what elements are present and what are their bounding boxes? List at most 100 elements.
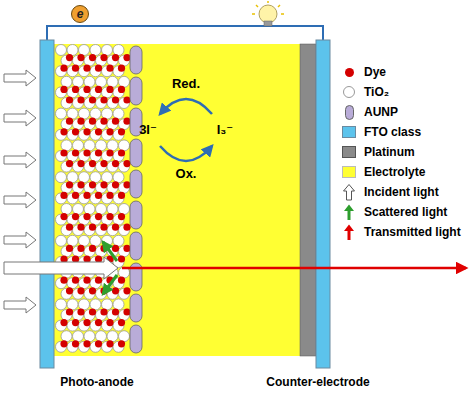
dye-molecule: [100, 96, 107, 103]
incident-light-arrow: [4, 232, 36, 248]
dye-molecule: [77, 308, 84, 315]
transmitted-light-swatch: [342, 223, 356, 241]
legend-row: Transmitted light: [340, 223, 461, 241]
dye-molecule: [95, 319, 102, 326]
incident-light-arrow: [4, 110, 36, 126]
aunp-particle: [130, 46, 142, 74]
dye-molecule: [77, 245, 84, 252]
dye-molecule: [118, 213, 125, 220]
dye-molecule: [89, 96, 96, 103]
dye-molecule: [66, 96, 73, 103]
dye-molecule: [83, 319, 90, 326]
tio2-particle: [67, 299, 78, 310]
dye-molecule: [66, 118, 73, 125]
tio2-particle: [73, 204, 84, 215]
dye-molecule: [77, 181, 84, 188]
tio2-particle: [113, 108, 124, 119]
dye-molecule: [72, 149, 79, 156]
dye-molecule: [106, 128, 113, 135]
tio2-swatch: [343, 86, 355, 98]
dye-molecule: [118, 128, 125, 135]
electrolyte-swatch: [342, 166, 356, 178]
dye-molecule: [100, 54, 107, 61]
legend-sample: [340, 223, 358, 241]
dye-molecule: [77, 160, 84, 167]
aunp-particle: [130, 232, 142, 260]
tio2-particle: [96, 76, 107, 87]
dye-molecule: [83, 149, 90, 156]
dye-molecule: [83, 213, 90, 220]
aunp-particle: [130, 325, 142, 353]
aunp-swatch: [345, 105, 354, 120]
dye-molecule: [123, 96, 130, 103]
dye-molecule: [66, 245, 73, 252]
legend-sample: [340, 103, 358, 121]
tio2-particle: [56, 235, 67, 246]
incident-light-arrow: [4, 70, 36, 86]
legend-sample: [340, 183, 358, 201]
dye-molecule: [106, 65, 113, 72]
tio2-particle: [113, 235, 124, 246]
dye-molecule: [66, 308, 73, 315]
tio2-particle: [84, 76, 95, 87]
tio2-particle: [79, 45, 90, 56]
dye-molecule: [106, 192, 113, 199]
dye-molecule: [106, 86, 113, 93]
dye-molecule: [83, 128, 90, 135]
part-label: Counter-electrode: [266, 376, 369, 389]
dye-molecule: [60, 277, 67, 284]
dye-molecule: [95, 192, 102, 199]
fto-swatch: [342, 126, 356, 138]
tio2-particle: [90, 299, 101, 310]
dye-molecule: [118, 192, 125, 199]
legend-text: AUNP: [364, 105, 398, 119]
arrow-shape: [344, 205, 354, 221]
tio2-particle: [90, 108, 101, 119]
dye-molecule: [123, 287, 130, 294]
oxidation-arrow: [160, 146, 212, 161]
incident-light-arrow: [4, 152, 36, 168]
legend-text: Electrolyte: [364, 165, 425, 179]
tio2-particle: [96, 204, 107, 215]
dye-molecule: [106, 319, 113, 326]
aunp-particle: [130, 294, 142, 322]
scattered-light-swatch: [342, 203, 356, 221]
dye-molecule: [60, 128, 67, 135]
legend-text: FTO class: [364, 125, 421, 139]
platinum-swatch: [342, 146, 356, 158]
dye-molecule: [66, 181, 73, 188]
legend-text: Incident light: [364, 185, 439, 199]
dye-molecule: [66, 287, 73, 294]
dye-molecule: [112, 96, 119, 103]
tio2-particle: [56, 45, 67, 56]
dye-molecule: [60, 65, 67, 72]
dye-molecule: [66, 160, 73, 167]
dye-molecule: [72, 340, 79, 347]
dye-molecule: [95, 149, 102, 156]
dye-molecule: [100, 224, 107, 231]
dye-molecule: [112, 160, 119, 167]
aunp-particle: [130, 139, 142, 167]
dye-molecule: [89, 54, 96, 61]
dye-molecule: [77, 224, 84, 231]
dye-molecule: [83, 340, 90, 347]
legend-row: Incident light: [340, 183, 439, 201]
tio2-particle: [90, 45, 101, 56]
aunp-particle: [130, 77, 142, 105]
incident-light-swatch: [342, 183, 356, 201]
tio2-particle: [67, 45, 78, 56]
tio2-particle: [61, 140, 72, 151]
tio2-particle: [73, 331, 84, 342]
species-label: 3I⁻: [139, 123, 157, 137]
dye-molecule: [83, 86, 90, 93]
dye-molecule: [83, 277, 90, 284]
dye-molecule: [60, 213, 67, 220]
dye-molecule: [60, 86, 67, 93]
tio2-particle: [107, 76, 118, 87]
dye-molecule: [95, 128, 102, 135]
dye-molecule: [100, 181, 107, 188]
dye-molecule: [112, 224, 119, 231]
dye-molecule: [89, 181, 96, 188]
tio2-particle: [84, 204, 95, 215]
tio2-particle: [102, 108, 113, 119]
